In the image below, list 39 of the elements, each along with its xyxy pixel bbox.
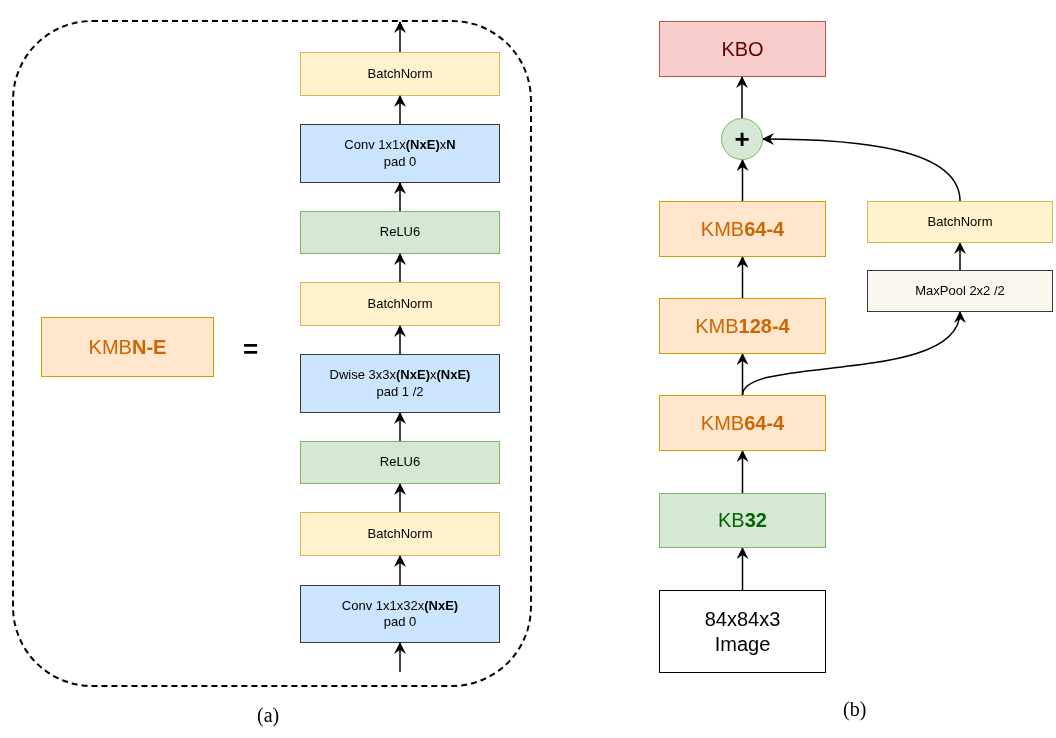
output-box: KBO	[659, 21, 826, 77]
input-box: 84x84x3 Image	[659, 590, 826, 673]
arrow	[736, 547, 749, 591]
arrow	[394, 21, 406, 53]
arrow	[954, 242, 966, 271]
arrow	[394, 555, 406, 586]
dashed-region	[12, 20, 532, 687]
layer-box: ReLU6	[300, 211, 500, 254]
block-box: KB32	[659, 493, 826, 548]
block-box: KMB128-4	[659, 298, 826, 354]
arrow	[736, 159, 749, 202]
arrow	[394, 483, 406, 513]
layer-box: BatchNorm	[300, 512, 500, 556]
arrow	[394, 412, 406, 442]
block-box: KMB64-4	[659, 395, 826, 451]
arrow	[394, 642, 406, 673]
arrow	[736, 76, 748, 119]
layer-box: Conv 1x1x32x(NxE) pad 0	[300, 585, 500, 643]
block-box: KMBN-E	[41, 317, 214, 377]
equals-sign: =	[243, 334, 259, 365]
arrow	[394, 95, 406, 125]
subfigure-label: (a)	[257, 704, 280, 727]
layer-box: BatchNorm	[867, 201, 1053, 243]
subfigure-label: (b)	[843, 698, 867, 721]
layer-box: ReLU6	[300, 441, 500, 484]
sum-circle: +	[721, 118, 763, 160]
layer-box: MaxPool 2x2 /2	[867, 270, 1053, 312]
arrow	[736, 450, 749, 494]
arrow	[394, 325, 406, 355]
arrow	[762, 133, 961, 202]
layer-box: Dwise 3x3x(NxE)x(NxE) pad 1 /2	[300, 354, 500, 413]
layer-box: BatchNorm	[300, 282, 500, 326]
arrow	[736, 256, 749, 299]
arrow	[741, 311, 963, 396]
layer-box: BatchNorm	[300, 52, 500, 96]
arrow	[394, 182, 406, 212]
layer-box: Conv 1x1x(NxE)xN pad 0	[300, 124, 500, 183]
block-box: KMB64-4	[659, 201, 826, 257]
arrow	[394, 253, 406, 283]
